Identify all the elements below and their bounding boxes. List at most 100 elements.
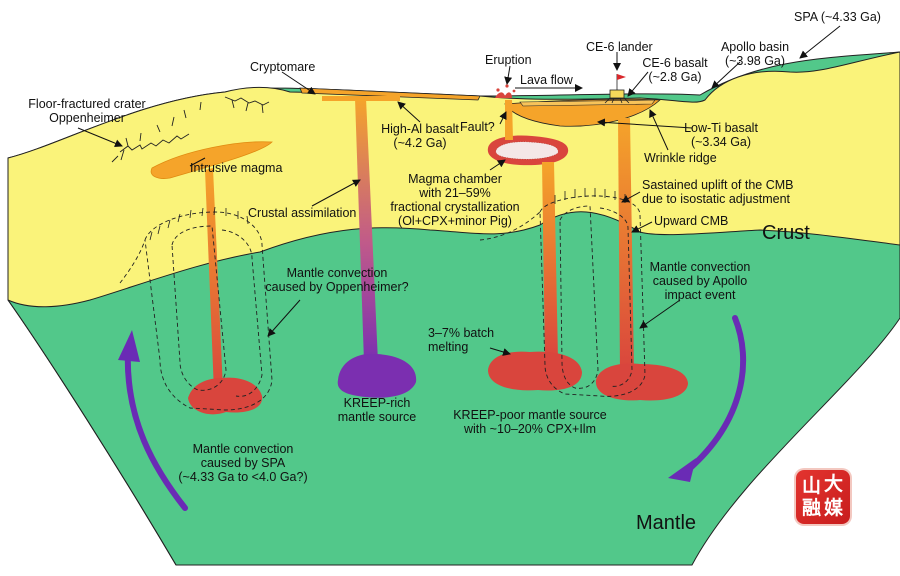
spa-convection-arrow-left	[124, 347, 188, 511]
label-apollo-basin-line2: (~3.98 Ga)	[724, 54, 786, 68]
label-crustal-assimilation: Crustal assimilation	[248, 206, 357, 220]
logo-char-4: 媒	[824, 497, 844, 519]
label-fault: Fault?	[460, 120, 495, 134]
label-magma-chamber: Magma chamber with 21–59% fractional cry…	[380, 172, 530, 228]
label-mantle-conv-apollo-line3: impact event	[664, 288, 736, 302]
label-apollo-basin: Apollo basin (~3.98 Ga)	[715, 40, 795, 68]
logo-char-1: 山	[802, 475, 822, 497]
label-lava-flow: Lava flow	[520, 73, 573, 87]
cryptomare-basalt	[299, 87, 481, 101]
intrusive-magma-sill	[150, 141, 273, 179]
label-ce6-basalt: CE-6 basalt (~2.8 Ga)	[636, 56, 714, 84]
left-convection-cells	[119, 211, 273, 411]
right-convection-cells	[479, 195, 646, 397]
shanda-media-logo: 山 大 融 媒	[796, 470, 850, 524]
label-low-ti: Low-Ti basalt (~3.34 Ga)	[678, 121, 764, 149]
leader-spa	[799, 25, 841, 59]
ce6-lander-icon	[604, 74, 630, 104]
label-magma-chamber-line3: fractional crystallization	[390, 200, 520, 214]
cryptomare-crossbar	[322, 96, 400, 101]
label-eruption: Eruption	[485, 53, 532, 67]
label-kreep-poor-line2: with ~10–20% CPX+Ilm	[463, 422, 596, 436]
label-mantle-conv-apollo-line1: Mantle convection	[649, 260, 751, 274]
mare-basalt-pond	[504, 98, 661, 127]
magma-chamber-crystals	[495, 141, 559, 160]
label-high-al-line2: (~4.2 Ga)	[393, 136, 447, 150]
label-mantle: Mantle	[636, 512, 697, 534]
leader-fault	[499, 111, 507, 125]
fault-dike	[505, 100, 513, 140]
label-crust: Crust	[762, 222, 810, 244]
label-intrusive-magma: Intrusive magma	[190, 161, 283, 175]
label-floor-crater-line1: Floor-fractured crater	[28, 97, 146, 111]
leader-crustal-assimilation	[311, 179, 361, 207]
label-high-al: High-Al basalt (~4.2 Ga)	[370, 122, 470, 150]
label-kreep-rich: KREEP-rich mantle source	[322, 396, 432, 424]
label-kreep-poor: KREEP-poor mantle source with ~10–20% CP…	[440, 408, 620, 436]
fan-left-edge	[7, 158, 177, 566]
leader-low-ti	[597, 118, 693, 129]
leader-lines	[77, 25, 841, 356]
label-magma-chamber-line4: (Ol+CPX+minor Pig)	[398, 214, 512, 228]
oppenheimer-mantle-source	[188, 377, 263, 415]
right-uplift-ticks	[554, 188, 626, 204]
label-ce6-lander: CE-6 lander	[586, 40, 653, 54]
leader-intrusive-magma	[189, 157, 206, 167]
logo-char-2: 大	[824, 473, 844, 495]
label-mantle-conv-spa-line1: Mantle convection	[192, 442, 294, 456]
label-mantle-conv-opp-line2: caused by Oppenheimer?	[265, 280, 409, 294]
label-ce6-basalt-line1: CE-6 basalt	[642, 56, 708, 70]
label-floor-crater-line2: Oppenheimer	[49, 111, 125, 125]
label-mantle-conv-opp: Mantle convection caused by Oppenheimer?	[262, 266, 412, 294]
label-uplift-line2: due to isostatic adjustment	[642, 192, 790, 206]
logo-char-3: 融	[802, 497, 822, 519]
label-uplift: Sastained uplift of the CMB due to isost…	[642, 178, 793, 206]
apollo-convection-arrowhead-right	[668, 458, 696, 482]
leader-high-al	[397, 101, 421, 123]
label-kreep-poor-line1: KREEP-poor mantle source	[453, 408, 607, 422]
kreep-rich-dike	[355, 98, 378, 362]
crater-fractures	[111, 96, 270, 163]
label-magma-chamber-line2: with 21–59%	[419, 186, 491, 200]
label-kreep-rich-line1: KREEP-rich	[343, 396, 411, 410]
label-mantle-conv-spa-line3: (~4.33 Ga to <4.0 Ga?)	[178, 470, 308, 484]
label-mantle-conv-apollo-line2: caused by Apollo	[652, 274, 748, 288]
label-batch-melting: 3–7% batch melting	[428, 326, 494, 354]
label-magma-chamber-line1: Magma chamber	[408, 172, 502, 186]
label-spa: SPA (~4.33 Ga)	[794, 10, 881, 24]
label-mantle-conv-opp-line1: Mantle convection	[286, 266, 388, 280]
leader-upward-cmb	[631, 221, 653, 233]
kreep-poor-source-left	[488, 351, 582, 391]
label-low-ti-line2: (~3.34 Ga)	[690, 135, 752, 149]
label-mantle-conv-spa-line2: caused by SPA	[200, 456, 286, 470]
leader-eruption	[504, 65, 513, 85]
label-apollo-basin-line1: Apollo basin	[720, 40, 790, 54]
label-high-al-line1: High-Al basalt	[381, 122, 459, 136]
label-uplift-line1: Sastained uplift of the CMB	[642, 178, 794, 192]
label-mantle-conv-spa: Mantle convection caused by SPA (~4.33 G…	[168, 442, 318, 484]
spa-convection-arrowhead-left	[118, 330, 140, 362]
label-kreep-rich-line2: mantle source	[337, 410, 417, 424]
leader-uplift	[621, 191, 641, 203]
leader-floor-crater	[77, 127, 123, 148]
chamber-feeder-dike	[542, 162, 558, 360]
leader-wrinkle-ridge	[649, 109, 669, 151]
label-batch-melting-line1: 3–7% batch	[428, 326, 495, 340]
label-mantle-conv-apollo: Mantle convection caused by Apollo impac…	[640, 260, 760, 302]
kreep-rich-source	[337, 353, 417, 398]
label-floor-crater: Floor-fractured crater Oppenheimer	[12, 97, 162, 125]
oppenheimer-dike	[205, 168, 223, 392]
low-ti-feeder-dike	[618, 118, 634, 372]
leader-batch-melting	[489, 347, 511, 356]
label-low-ti-line1: Low-Ti basalt	[684, 121, 758, 135]
label-upward-cmb: Upward CMB	[654, 214, 729, 228]
leader-apollo-basin	[711, 61, 741, 89]
leader-mantle-conv-apollo	[639, 299, 681, 329]
label-batch-melting-line2: melting	[428, 340, 469, 354]
apollo-convection-arrow-right	[685, 315, 747, 473]
left-uplift-ticks	[149, 206, 249, 241]
leader-mantle-conv-opp	[267, 299, 301, 337]
label-cryptomare: Cryptomare	[250, 60, 316, 74]
label-ce6-basalt-line2: (~2.8 Ga)	[648, 70, 702, 84]
